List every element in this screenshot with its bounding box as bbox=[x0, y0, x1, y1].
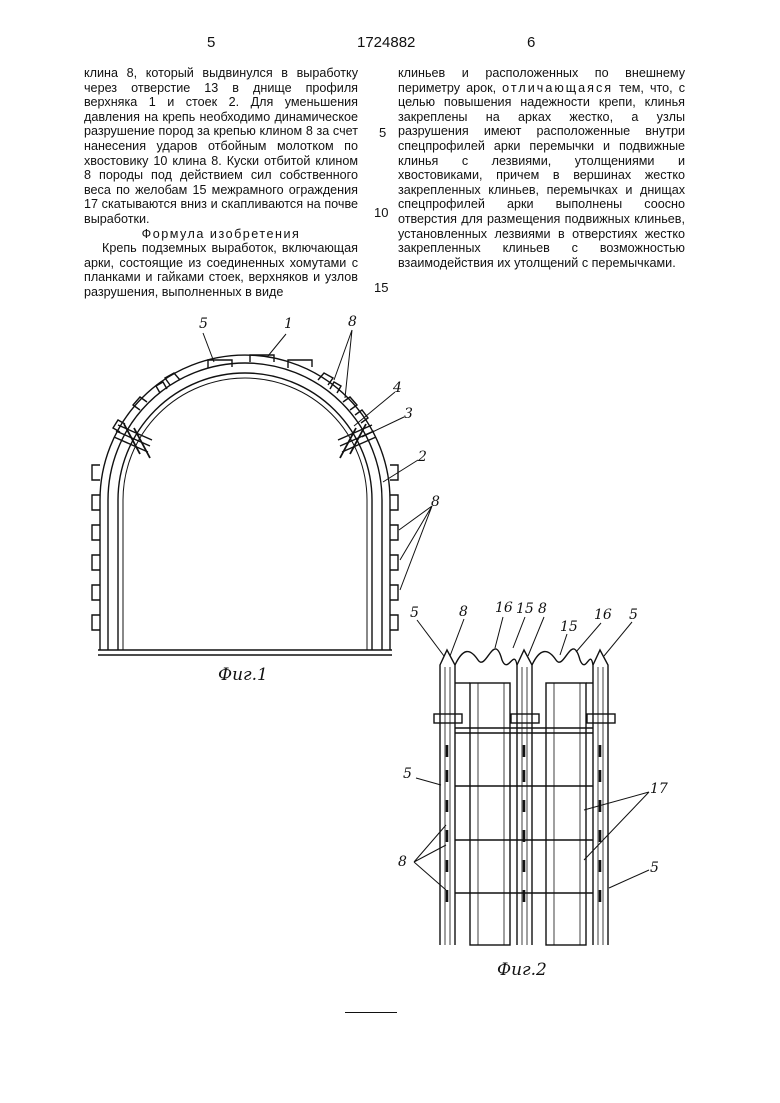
fig1-label-5: 5 bbox=[199, 316, 208, 332]
fig2-label-15-right: 15 bbox=[560, 619, 578, 635]
line-number-15: 15 bbox=[374, 280, 389, 295]
fig2-label-8-top-left: 8 bbox=[459, 604, 468, 620]
fig2-label-16-right: 16 bbox=[594, 607, 612, 623]
right-paragraph-1-start: клиньев и расположенных по внешнему пери… bbox=[398, 66, 685, 95]
fig2-label-8-top-mid: 8 bbox=[538, 601, 547, 617]
left-column: клина 8, который выдвинулся в выработку … bbox=[84, 66, 358, 300]
fig2-label-17: 17 bbox=[650, 781, 668, 797]
right-page-number: 6 bbox=[527, 34, 536, 51]
fig2-label-5-bottom-right: 5 bbox=[650, 860, 659, 876]
fig2-label-15-left: 15 bbox=[516, 601, 534, 617]
fig2-label-5-top-left: 5 bbox=[410, 605, 419, 621]
fig2-label-8-side: 8 bbox=[398, 854, 407, 870]
fig1-label-8-top: 8 bbox=[348, 314, 357, 330]
line-number-5: 5 bbox=[379, 125, 387, 140]
figure-1-caption: Фиг.1 bbox=[218, 665, 268, 685]
right-column: клиньев и расположенных по внешнему пери… bbox=[398, 66, 685, 270]
line-number-10: 10 bbox=[374, 205, 389, 220]
fig1-label-3: 3 bbox=[404, 406, 413, 422]
right-paragraph-1-rest: тем, что, с целью повышения надежности к… bbox=[398, 80, 685, 270]
right-paragraph-1: клиньев и расположенных по внешнему пери… bbox=[398, 66, 685, 270]
fig1-label-8-right: 8 bbox=[431, 494, 440, 510]
bottom-rule bbox=[345, 1012, 397, 1013]
fig1-label-2: 2 bbox=[417, 449, 427, 465]
fig1-label-1: 1 bbox=[284, 316, 293, 332]
left-paragraph-1: клина 8, который выдвинулся в выработку … bbox=[84, 66, 358, 226]
left-paragraph-2: Крепь подземных выработок, включающая ар… bbox=[84, 241, 358, 299]
formula-title: Формула изобретения bbox=[141, 226, 301, 241]
left-page-number: 5 bbox=[207, 34, 216, 51]
fig2-label-16-left: 16 bbox=[495, 600, 513, 616]
fig1-label-4: 4 bbox=[392, 380, 402, 396]
figure-2-caption: Фиг.2 bbox=[497, 960, 547, 980]
fig2-label-5-side: 5 bbox=[403, 766, 412, 782]
patent-number: 1724882 bbox=[357, 34, 416, 51]
distinguishing-phrase: отличающаяся bbox=[502, 80, 614, 95]
fig2-label-5-top-right: 5 bbox=[629, 607, 638, 623]
